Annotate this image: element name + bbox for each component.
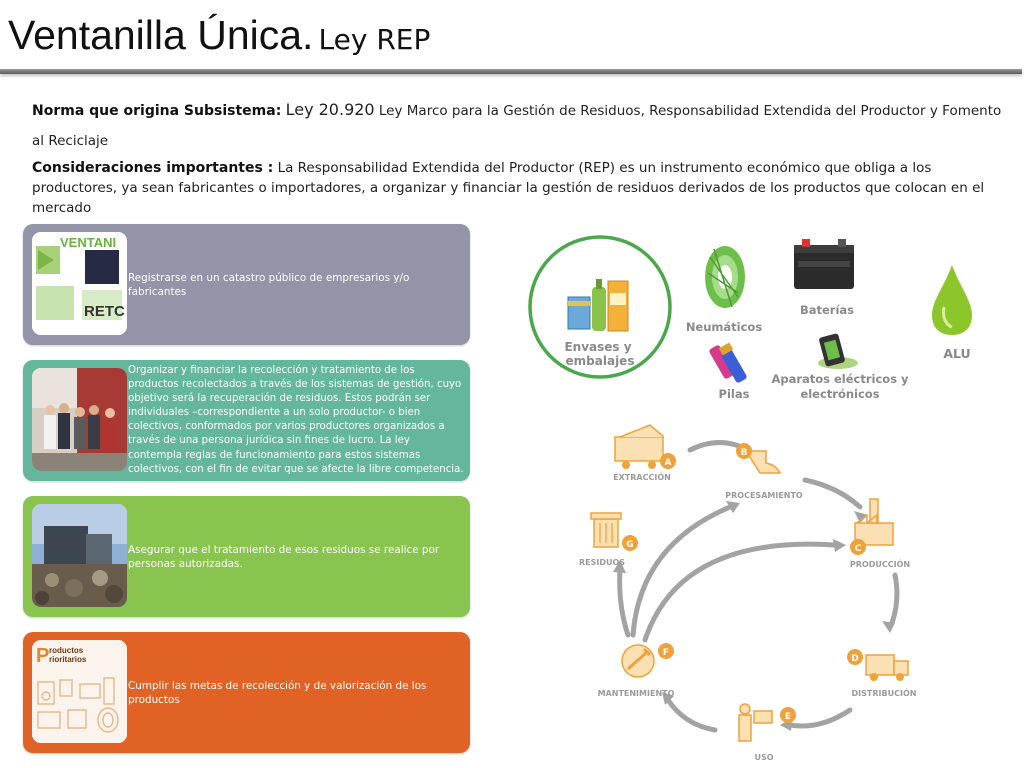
page-title: Ventanilla Única. Ley REP bbox=[8, 12, 430, 59]
card-text: Organizar y financiar la recolección y t… bbox=[128, 365, 464, 475]
stage-letter: F bbox=[663, 648, 669, 658]
stage-residuos: G RESIDUOS bbox=[579, 512, 638, 567]
phone-icon bbox=[818, 333, 858, 369]
norma-paragraph: Norma que origina Subsistema: Ley 20.920… bbox=[32, 95, 1017, 156]
card-registrarse: VENTANI RETC Registrarse en un catastro … bbox=[23, 224, 470, 345]
consideraciones-text: La Responsabilidad Extendida del Product… bbox=[32, 160, 985, 216]
waste-truck-photo-thumb bbox=[32, 504, 127, 607]
aparatos-label: electrónicos bbox=[800, 387, 879, 401]
stage-mantenimiento: F MANTENIMIENTO bbox=[598, 643, 675, 698]
battery-cells-icon bbox=[709, 342, 747, 383]
retc-logo-text: RETC bbox=[84, 303, 125, 320]
svg-text:P: P bbox=[36, 645, 49, 667]
stage-procesamiento: B PROCESAMIENTO bbox=[725, 443, 803, 500]
stage-letter: G bbox=[626, 540, 633, 550]
stage-label: USO bbox=[754, 753, 773, 762]
stage-letter: C bbox=[855, 544, 862, 554]
stage-label: PRODUCCIÓN bbox=[850, 558, 910, 569]
stage-extraccion: A EXTRACCIÓN bbox=[613, 424, 676, 482]
consideraciones-label: Consideraciones importantes : bbox=[32, 160, 274, 176]
stage-label: PROCESAMIENTO bbox=[725, 491, 803, 500]
productos-thumb-text: roductos bbox=[49, 646, 84, 655]
stage-letter: D bbox=[851, 654, 858, 664]
envases-icon: Envases y embalajes bbox=[528, 235, 672, 379]
rep-products-and-cycle-graphic: Envases y embalajes Neumáticos Baterías … bbox=[520, 225, 1020, 765]
envases-label: Envases y bbox=[564, 340, 631, 354]
title-divider bbox=[0, 69, 1022, 74]
card-text: Registrarse en un catastro público de em… bbox=[128, 271, 410, 298]
productos-prioritarios-thumb: P roductos rioritarios bbox=[32, 640, 127, 743]
stage-label: RESIDUOS bbox=[579, 558, 625, 567]
ventanilla-logo-thumb: VENTANI RETC bbox=[32, 232, 127, 335]
envases-label: embalajes bbox=[566, 354, 635, 368]
consideraciones-paragraph: Consideraciones importantes : La Respons… bbox=[32, 158, 1017, 218]
tire-icon bbox=[705, 246, 745, 308]
card-organizar: Organizar y financiar la recolección y t… bbox=[23, 360, 470, 481]
intro-section: Norma que origina Subsistema: Ley 20.920… bbox=[32, 95, 1017, 218]
stage-letter: A bbox=[665, 458, 672, 468]
card-tratamiento: Asegurar que el tratamiento de esos resi… bbox=[23, 496, 470, 617]
norma-text: Ley Marco para la Gestión de Residuos, R… bbox=[32, 103, 1002, 149]
stage-letter: B bbox=[741, 448, 748, 458]
card-text: Asegurar que el tratamiento de esos resi… bbox=[128, 543, 440, 570]
stage-letter: E bbox=[785, 712, 791, 722]
norma-ley: Ley 20.920 bbox=[285, 100, 375, 119]
pilas-label: Pilas bbox=[719, 387, 750, 401]
card-text: Cumplir las metas de recolección y de va… bbox=[128, 679, 427, 706]
ventanilla-logo-text: VENTANI bbox=[60, 235, 116, 250]
aparatos-label: Aparatos eléctricos y bbox=[771, 372, 909, 386]
stage-label: DISTRIBUCIÓN bbox=[852, 687, 917, 698]
baterias-label: Baterías bbox=[800, 303, 854, 317]
cycle-arrows bbox=[617, 440, 900, 733]
oil-drop-icon bbox=[932, 265, 972, 335]
title-subtitle: Ley REP bbox=[318, 23, 431, 56]
stage-label: MANTENIMIENTO bbox=[598, 689, 675, 698]
alu-label: ALU bbox=[943, 346, 970, 361]
neumaticos-label: Neumáticos bbox=[686, 320, 763, 334]
norma-label: Norma que origina Subsistema: bbox=[32, 103, 282, 119]
stage-label: EXTRACCIÓN bbox=[613, 471, 671, 482]
title-main: Ventanilla Única. bbox=[8, 12, 314, 58]
stage-distribucion: D DISTRIBUCIÓN bbox=[847, 649, 916, 698]
stage-produccion: C PRODUCCIÓN bbox=[850, 498, 910, 569]
stage-uso: E USO bbox=[738, 703, 796, 762]
group-photo-thumb bbox=[32, 368, 127, 471]
card-metas: P roductos rioritarios Cumplir las metas… bbox=[23, 632, 470, 753]
battery-icon bbox=[794, 239, 854, 289]
prioritarios-thumb-text: rioritarios bbox=[49, 655, 87, 664]
